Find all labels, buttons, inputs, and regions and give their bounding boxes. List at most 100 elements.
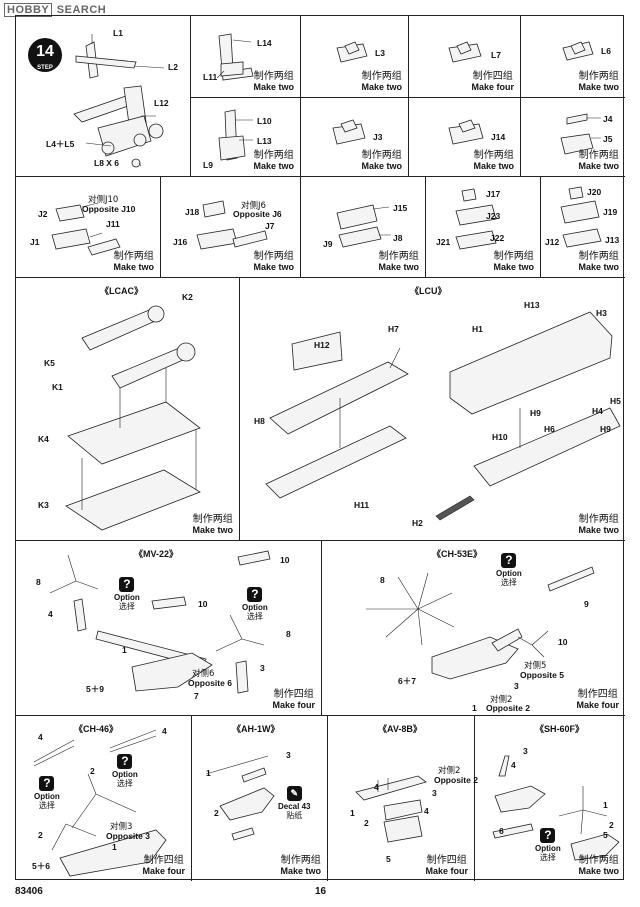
label-j12: J12: [545, 237, 560, 247]
label-h8: H8: [254, 416, 265, 426]
label-opposite-zh: 对侧J6: [241, 201, 266, 211]
label-j9: J9: [323, 239, 333, 249]
label-h9-left: H9: [530, 408, 541, 418]
label-3: 3: [514, 681, 519, 691]
label-k2: K2: [182, 292, 193, 302]
label-3: 3: [432, 788, 437, 798]
label-j11: J11: [106, 219, 120, 229]
label-k3: K3: [38, 500, 49, 510]
label-4-right: 4: [424, 806, 429, 816]
label-5-6: 5＋6: [32, 861, 50, 871]
label-l11: L11: [203, 72, 218, 82]
label-k5: K5: [44, 358, 55, 368]
label-h2: H2: [412, 518, 423, 528]
label-opposite-zh: 对侧3: [110, 822, 133, 832]
label-k1: K1: [52, 382, 63, 392]
label-l1: L1: [113, 28, 123, 38]
label-h6: H6: [544, 424, 555, 434]
label-4: 4: [511, 760, 516, 770]
label-1: 1: [472, 703, 477, 713]
label-8-right: 8: [286, 629, 291, 639]
ch53e-drawing: [366, 566, 595, 680]
watermark: HOBBY SEARCH: [4, 3, 106, 17]
label-4-right: 4: [162, 726, 167, 736]
mv22-drawing: [49, 550, 271, 694]
label-10: 10: [558, 637, 568, 647]
label-h11: H11: [354, 500, 370, 510]
label-h5: H5: [610, 396, 621, 406]
label-8: 8: [380, 575, 385, 585]
label-l10: L10: [257, 116, 272, 126]
label-l13: L13: [257, 136, 272, 146]
label-2: 2: [214, 808, 219, 818]
label-opposite-zh: 对侧J10: [88, 195, 119, 205]
lcu-cell: 《LCU》 H13 H3 H12 H7 H1 H5 H4 H8 H9 H6 H9…: [240, 278, 625, 541]
sh60f-title: 《SH-60F》: [535, 724, 585, 734]
label-k4: K4: [38, 434, 49, 444]
label-j17: J17: [486, 189, 501, 199]
label-j15: J15: [393, 203, 408, 213]
label-j5: J5: [603, 134, 613, 144]
label-2-bottom: 2: [38, 830, 43, 840]
label-l8: L8 X 6: [94, 158, 120, 168]
lcu-title: 《LCU》: [410, 286, 447, 296]
label-opposite-en: Opposite J6: [233, 209, 282, 219]
footer-page-number: 16: [315, 886, 327, 897]
label-3: 3: [523, 746, 528, 756]
label-1: 1: [206, 768, 211, 778]
label-h13: H13: [524, 300, 540, 310]
label-h1: H1: [472, 324, 483, 334]
label-6: 6: [499, 826, 504, 836]
decal-icon: ✎: [286, 786, 302, 801]
ch46-title: 《CH-46》: [74, 724, 119, 734]
label-j21: J21: [436, 237, 451, 247]
label-2: 2: [609, 820, 614, 830]
label-opposite5-en: Opposite 5: [520, 670, 564, 680]
label-j8: J8: [393, 233, 403, 243]
label-l3: L3: [375, 48, 385, 58]
label-5-9: 5＋9: [86, 684, 104, 694]
label-h3: H3: [596, 308, 607, 318]
label-l7: L7: [491, 50, 501, 60]
label-opposite-zh: 对侧2: [438, 766, 461, 776]
label-h10: H10: [492, 432, 508, 442]
label-h12: H12: [314, 340, 330, 350]
label-6-7: 6＋7: [398, 676, 416, 686]
watermark-text: SEARCH: [56, 4, 107, 16]
label-opposite-en: Opposite 2: [434, 775, 478, 785]
label-opposite5-zh: 对侧5: [524, 661, 547, 671]
label-1: 1: [112, 842, 117, 852]
label-j20: J20: [587, 187, 602, 197]
lcac-drawing: [65, 305, 201, 531]
av8b-title: 《AV-8B》: [378, 724, 422, 734]
footer-code: 83406: [15, 886, 43, 897]
